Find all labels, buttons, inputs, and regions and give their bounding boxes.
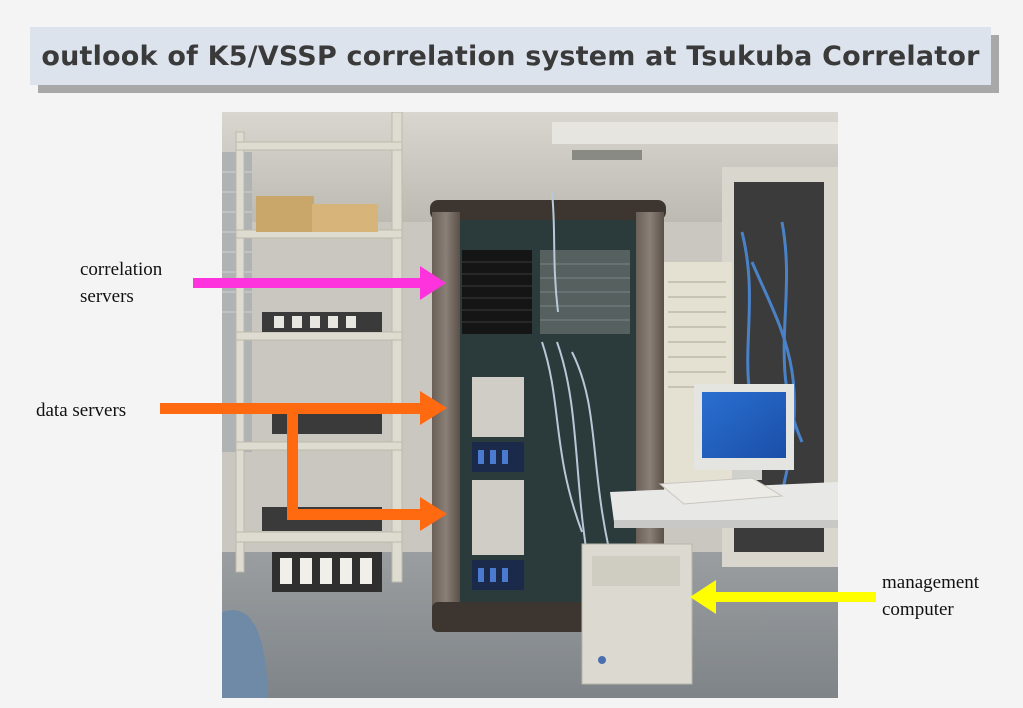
correlation-servers-label: correlation servers <box>80 256 162 310</box>
page-title: outlook of K5/VSSP correlation system at… <box>41 40 980 72</box>
title-box: outlook of K5/VSSP correlation system at… <box>30 27 991 85</box>
correlation-servers-label-line1: correlation <box>80 259 163 280</box>
management-computer-label-line1: management <box>882 572 980 593</box>
correlation-servers-label-line2: servers <box>80 286 134 307</box>
data-servers-label: data servers <box>36 400 127 421</box>
management-computer-label-line2: computer <box>882 599 954 620</box>
server-room-photo <box>222 112 838 698</box>
management-computer-label: management computer <box>882 569 979 623</box>
